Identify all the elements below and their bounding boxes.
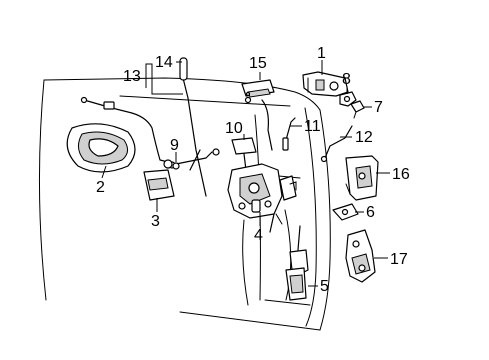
part-14-lock-knob (179, 57, 188, 81)
latch-assembly (227, 163, 297, 233)
callout-8: 8 (342, 71, 351, 88)
callout-14: 14 (155, 54, 173, 71)
door-detail-marks (245, 91, 297, 225)
part-17-hinge (345, 229, 376, 283)
callout-13: 13 (123, 68, 141, 85)
part-10-actuator-bracket (231, 137, 257, 171)
door-outline (38, 77, 331, 331)
part-7-fastener (350, 100, 365, 119)
callout-4: 4 (254, 227, 263, 244)
part-2-inside-handle (66, 123, 136, 173)
part-5-lock-actuator (285, 225, 309, 301)
callout-5: 5 (320, 278, 329, 295)
part-11-rod-clip (282, 117, 296, 151)
callout-15: 15 (249, 55, 267, 72)
callout-12: 12 (355, 129, 373, 146)
part-8-clip (339, 91, 357, 107)
part-3-bracket (143, 169, 175, 201)
part-15-bracket (241, 79, 275, 151)
callout-6: 6 (366, 204, 375, 221)
callout-11: 11 (304, 118, 321, 135)
callout-labels: 1 2 3 4 5 6 7 8 9 10 11 12 13 14 15 16 1… (96, 45, 410, 295)
callout-16: 16 (392, 166, 410, 183)
part-9-cable-clip (163, 159, 180, 170)
callout-7: 7 (374, 99, 383, 116)
part-4-latch-bolt (251, 199, 261, 213)
callout-9: 9 (170, 137, 179, 154)
callout-3: 3 (151, 213, 160, 230)
callout-17: 17 (390, 251, 408, 268)
part-12-rod (320, 125, 353, 163)
callout-1: 1 (317, 45, 326, 62)
callout-10: 10 (225, 120, 243, 137)
part-16-striker (345, 155, 379, 201)
cable-assembly (80, 96, 220, 169)
part-6-bracket (332, 203, 359, 221)
part-13-lock-rod (182, 77, 207, 197)
callout-2: 2 (96, 179, 105, 196)
leader-lines (101, 60, 390, 287)
